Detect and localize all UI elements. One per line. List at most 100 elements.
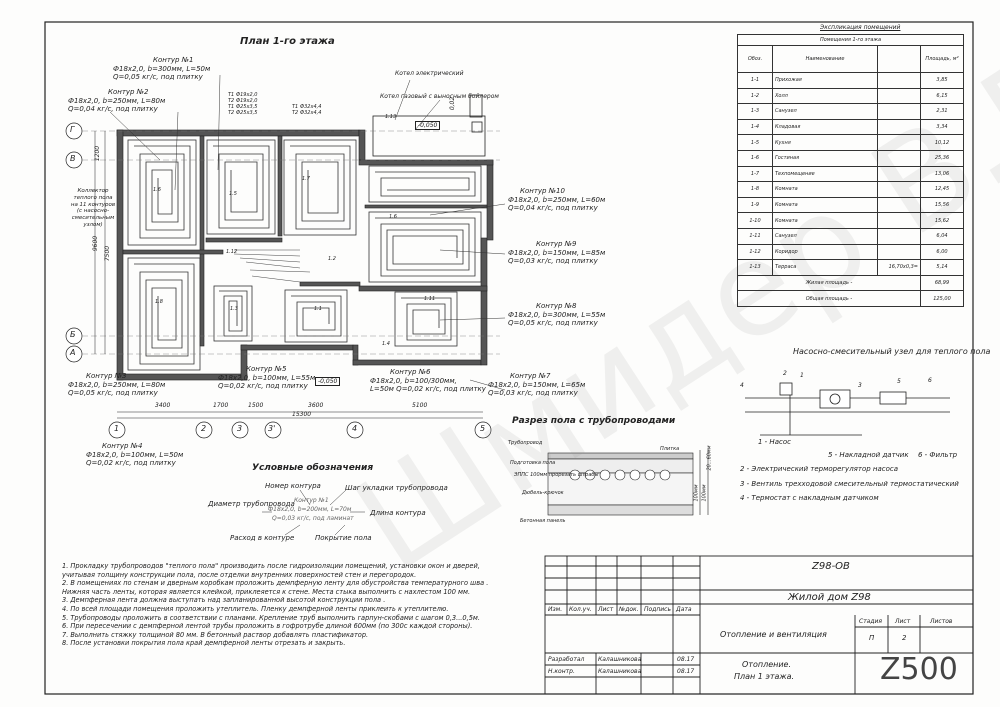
stamp-dev: Разработал: [548, 656, 585, 663]
legend-pitch: Шаг укладки трубопровода: [345, 484, 448, 492]
axis-markers: [65, 122, 492, 439]
stamp-code: Z98-ОВ: [812, 561, 850, 572]
axis-row-b: Б: [70, 330, 76, 339]
stamp-project: Жилой дом Z98: [788, 592, 871, 603]
axis-col-1: 1: [114, 424, 120, 433]
dim-7500: 7500: [104, 245, 112, 262]
mixing-item-2: 2 - Электрический терморегулятор насоса: [740, 465, 899, 473]
axis-col-3p: 3': [268, 424, 276, 433]
mixing-num-6: 6: [928, 377, 932, 384]
axis-col-5: 5: [480, 424, 486, 433]
stamp-ctrl-date: 08.17: [677, 668, 695, 675]
mixing-num-2: 2: [783, 370, 787, 377]
room-1-2: 1.2: [328, 256, 336, 262]
legend-diameter: Диаметр трубопровода: [208, 500, 295, 508]
legend-leaders: [262, 489, 365, 536]
stamp-col-sign: Подпись: [644, 606, 671, 613]
section-label-epps: ЭППС 100мм прорезать штрабы: [514, 472, 599, 478]
section-label-pipe: Трубопровод: [508, 440, 543, 446]
dim-3600: 3600: [308, 402, 324, 409]
stamp-sheet-title-2: План 1 этажа.: [734, 672, 795, 681]
dim-9600: 9600: [92, 235, 100, 252]
room-1-6b: 1.6: [389, 214, 397, 220]
explication-table: Помещения 1-го этажа Обоз. Наименование …: [737, 34, 964, 307]
mixing-item-5: 5 - Накладной датчик: [828, 451, 909, 459]
dim-5100: 5100: [412, 402, 428, 409]
axis-row-g: Г: [70, 125, 75, 134]
section-label-concrete: Бетонная панель: [520, 518, 566, 524]
boiler-box: [372, 94, 486, 157]
section-label-prep: Подготовка пола: [510, 460, 556, 466]
stamp-col-koluch: Кол.уч.: [569, 606, 592, 613]
stamp-dev-date: 08.17: [677, 656, 695, 663]
axis-lines: [82, 130, 500, 355]
stamp-dev-name: Калашникова: [598, 656, 642, 663]
room-1-1: 1.1: [314, 306, 322, 312]
room-1-7: 1.7: [302, 176, 310, 182]
mixing-num-3: 3: [858, 382, 862, 389]
legend-length: Длина контура: [370, 509, 426, 517]
legend-flow: Расход в контуре: [230, 534, 295, 542]
general-notes: 1. Прокладку трубопроводов "теплого пола…: [62, 562, 489, 648]
axis-col-4: 4: [352, 424, 358, 433]
section-label-dowel: Дюбель-крючок: [522, 490, 564, 496]
stamp-sheets-h: Листов: [930, 618, 953, 625]
explication-title: Экспликация помещений: [820, 24, 901, 31]
legend-sample-3: Q=0,03 кг/с, под ламинат: [272, 515, 354, 522]
section-dim-2: 100мм: [701, 484, 708, 502]
axis-row-v: В: [70, 154, 76, 163]
legend-number: Номер контура: [265, 482, 321, 490]
room-1-3: 1.3: [230, 306, 238, 312]
legend-sample-1: Контур №1: [294, 497, 329, 504]
title-block: [544, 555, 974, 695]
stamp-col-date: Дата: [676, 606, 692, 613]
stamp-ctrl: Н.контр.: [548, 668, 575, 675]
room-1-5: 1.5: [229, 191, 237, 197]
manifold-pipes: [233, 249, 311, 283]
section-dim-1: 100мм: [693, 484, 700, 502]
legend-title: Условные обозначения: [252, 463, 374, 473]
room-1-4: 1.4: [382, 341, 390, 347]
gas-boiler-label: Котел газовый с выносным бойлером: [380, 93, 499, 100]
legend-sample-2: Ф18х2,0, b=200мм, L=70м: [268, 506, 352, 513]
stamp-col-izm: Изм.: [548, 606, 563, 613]
heating-loops: [127, 139, 482, 371]
building-walls: [116, 129, 494, 381]
section-label-tile: Плитка: [660, 446, 680, 452]
mixing-num-1: 1: [800, 372, 804, 379]
room-1-8: 1.8: [155, 299, 163, 305]
mixing-item-1: 1 - Насос: [758, 438, 791, 446]
mixing-item-4: 4 - Термостат с накладным датчиком: [740, 494, 879, 502]
room-1-6: 1.6: [153, 187, 161, 193]
stamp-ctrl-name: Калашникова: [598, 668, 642, 675]
stamp-stage-h: Стадия: [859, 618, 883, 625]
floor-section: [547, 450, 709, 516]
plan-title: План 1-го этажа: [240, 36, 335, 47]
level-mark-2: 0,02: [449, 96, 457, 111]
electric-boiler-label: Котел электрический: [395, 70, 464, 77]
axis-col-2: 2: [201, 424, 207, 433]
mixing-item-6: 6 - Фильтр: [918, 451, 958, 459]
room-1-12: 1.12: [226, 249, 238, 255]
room-1-13: 1.13: [385, 114, 397, 120]
stamp-col-list: Лист: [598, 606, 614, 613]
level-mark-1: -0,050: [415, 121, 441, 130]
